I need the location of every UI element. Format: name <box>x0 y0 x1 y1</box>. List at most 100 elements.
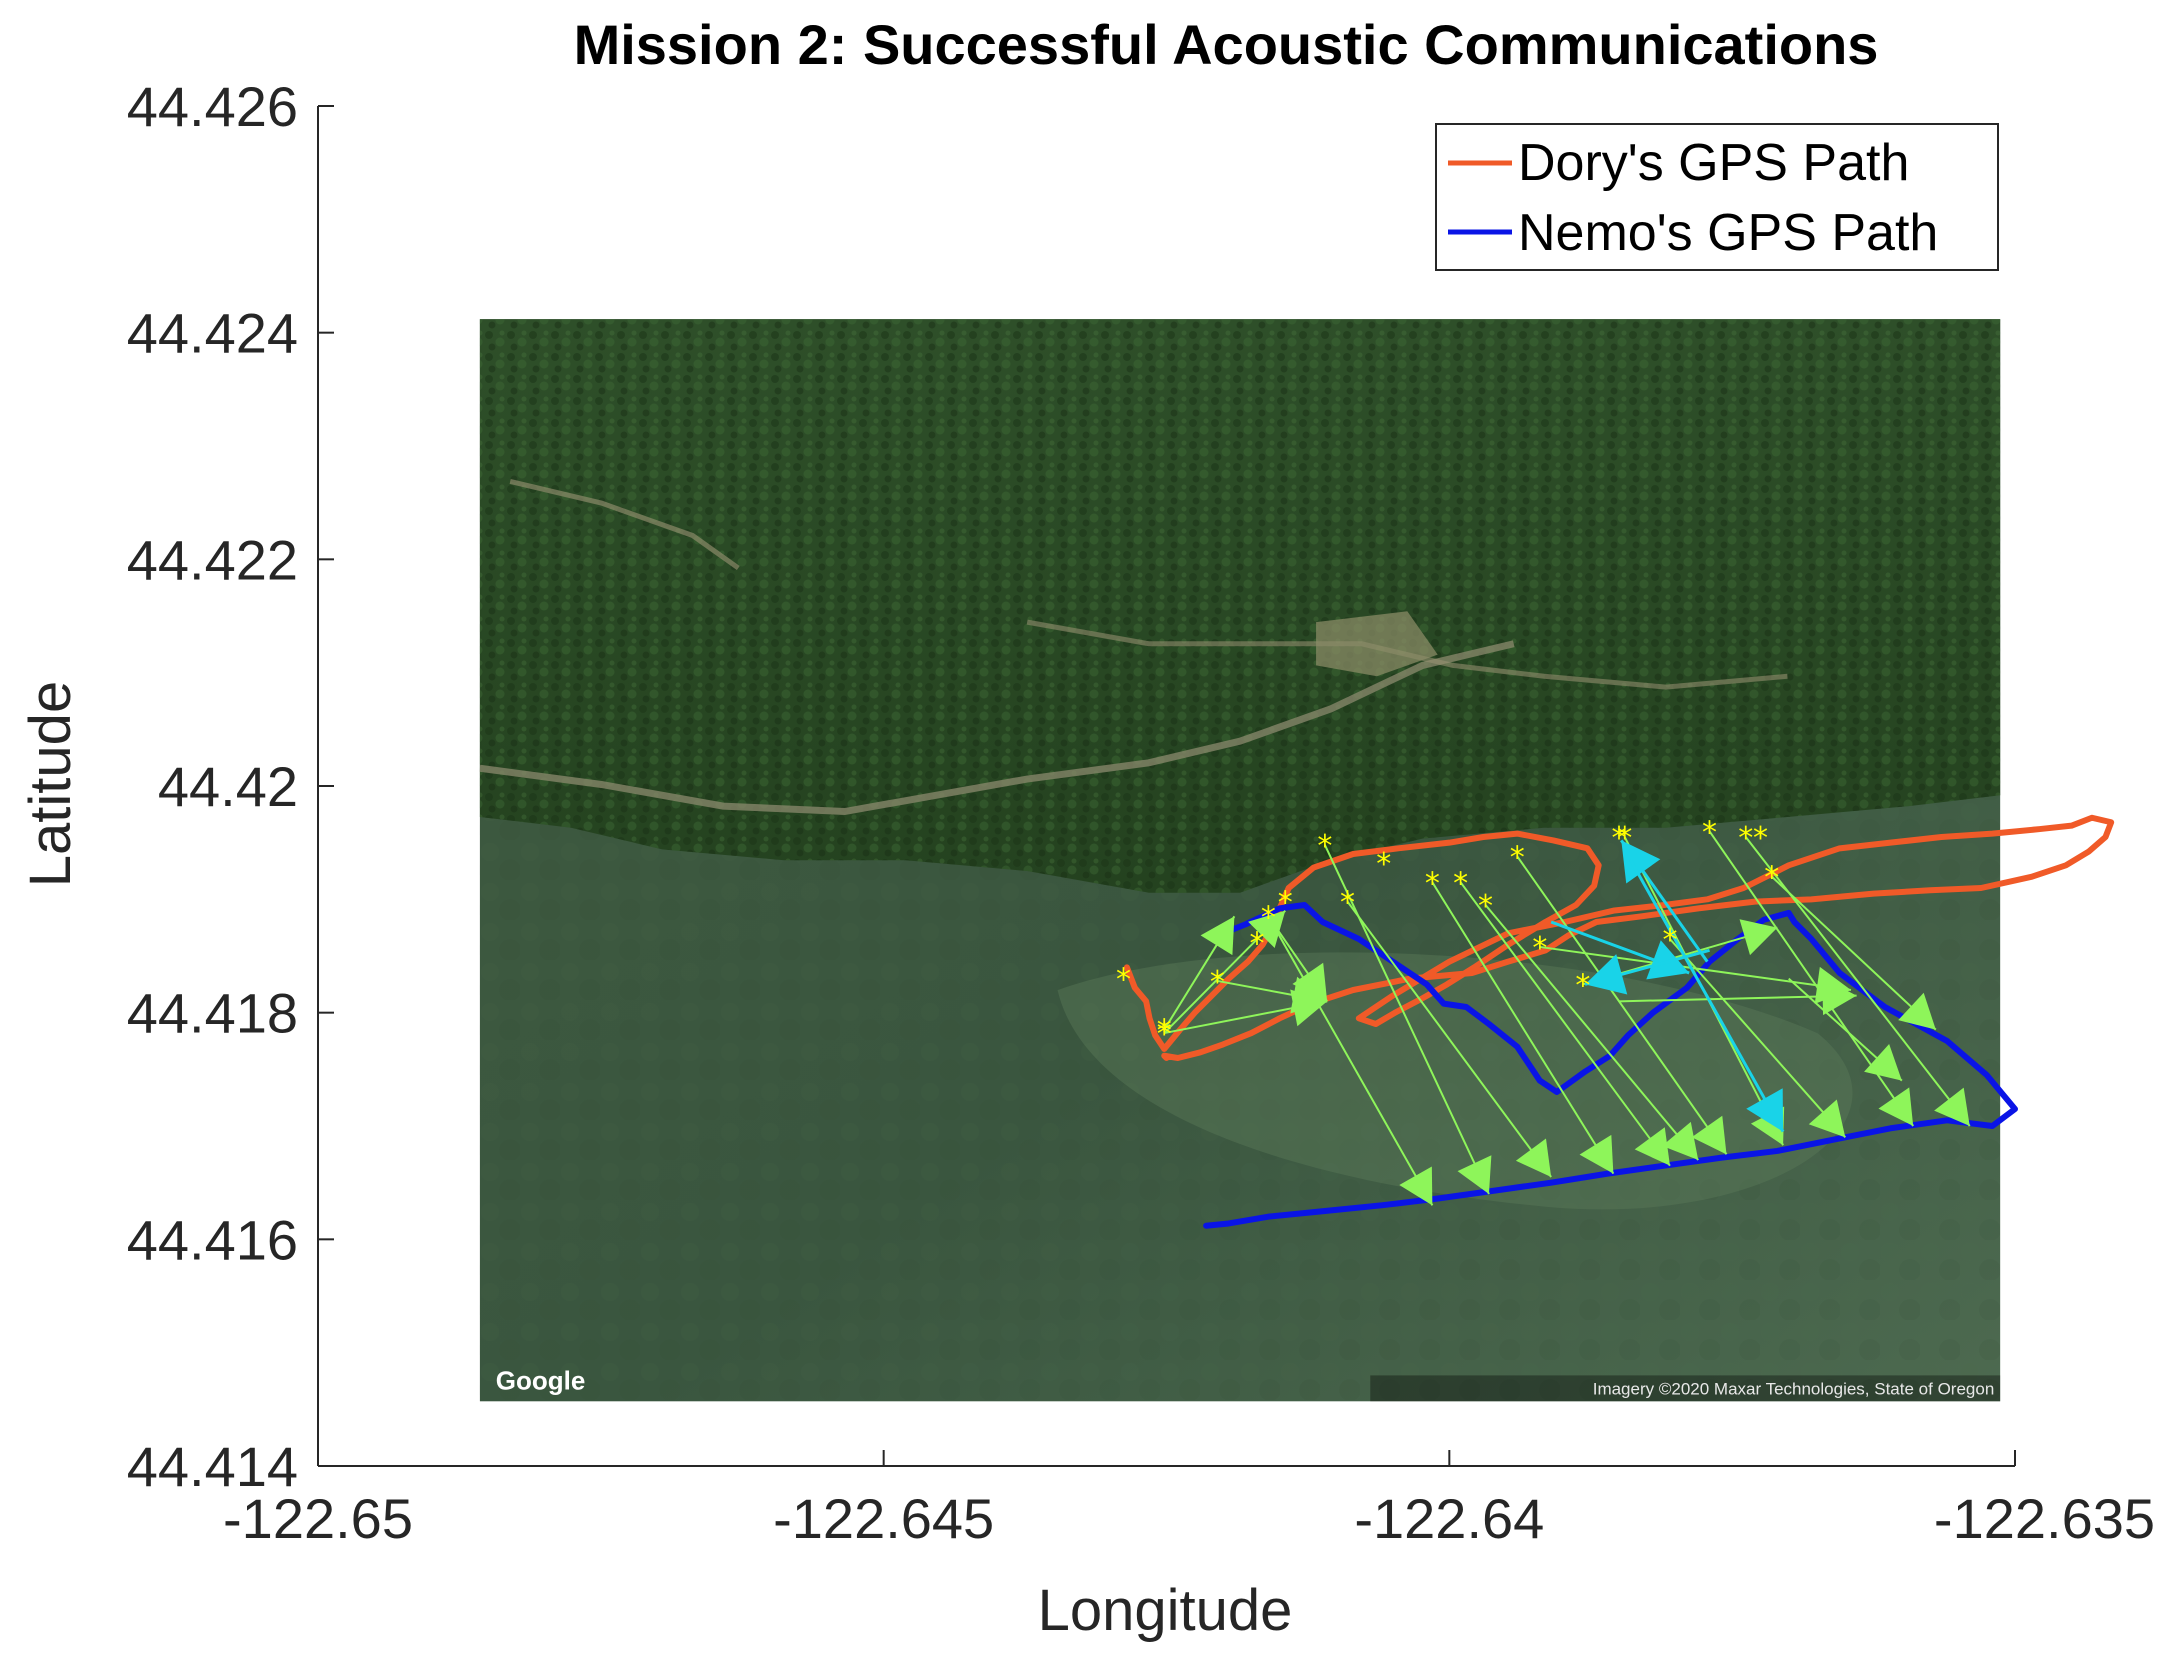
transmit-point: * <box>1478 889 1493 924</box>
forest-track <box>509 478 740 571</box>
successful-comm-arrow <box>1788 977 1903 1082</box>
nemo-gps-path <box>1203 902 2018 1229</box>
successful-comm-arrow-shaft <box>1744 836 1971 1127</box>
successful-comm-arrow-head <box>1878 1087 1914 1126</box>
successful-comm-arrow <box>1619 977 1857 1016</box>
highlighted-comm-arrow-shaft <box>1629 858 1785 1133</box>
successful-comm-arrow-head <box>1200 916 1235 956</box>
x-tick-label: -122.635 <box>1934 1487 2155 1550</box>
successful-comm-arrow-shaft <box>1346 901 1552 1178</box>
transmit-point: * <box>1317 829 1332 864</box>
transmit-point: * <box>1510 840 1525 875</box>
y-axis-label: Latitude <box>18 681 83 887</box>
successful-comm-arrow <box>1163 915 1236 1031</box>
transmit-point: * <box>1702 815 1717 850</box>
successful-comm-arrow-head <box>1399 1166 1433 1206</box>
transmit-point: * <box>1764 861 1779 896</box>
successful-comm-arrow <box>1708 830 1915 1127</box>
successful-comm-arrow <box>1431 881 1615 1175</box>
y-tick-label: 44.422 <box>127 528 298 591</box>
successful-comm-arrow <box>1669 938 1847 1138</box>
legend: Dory's GPS Path Nemo's GPS Path <box>1435 123 1999 271</box>
successful-comm-arrow-shaft <box>1431 881 1615 1175</box>
highlighted-comm-arrow-head <box>1621 840 1661 884</box>
transmit-points-layer: *********************** <box>1116 815 1779 1052</box>
transmit-point: * <box>1278 886 1293 921</box>
successful-comm-arrow <box>1771 875 1937 1031</box>
successful-comm-arrow-shaft <box>1459 881 1671 1167</box>
y-tick-label: 44.424 <box>127 302 298 365</box>
transmit-point: * <box>1425 866 1440 901</box>
highlighted-comm-arrow <box>1620 839 1709 963</box>
x-ticks: -122.65-122.645-122.64-122.635 <box>223 1450 2155 1550</box>
attribution-backdrop <box>1370 1375 2001 1402</box>
successful-comm-arrow-head <box>1739 919 1778 956</box>
x-axis-label: Longitude <box>1038 1578 1293 1643</box>
y-tick-label: 44.416 <box>127 1208 298 1271</box>
successful-comm-arrow <box>1459 881 1671 1167</box>
successful-comm-arrow-shaft <box>1619 994 1857 1003</box>
successful-comm-arrow-shaft <box>1539 945 1852 991</box>
highlighted-comm-arrow-head <box>1585 954 1628 995</box>
y-ticks: 44.414 44.416 44.418 44.42 44.422 44.424 44.42… <box>127 75 334 1498</box>
transmit-point: * <box>1617 821 1632 856</box>
transmit-point: * <box>1575 968 1590 1003</box>
comm-arrows-layer <box>1163 830 1971 1206</box>
imagery-attribution: Imagery ©2020 Maxar Technologies, State … <box>1593 1379 1995 1398</box>
successful-comm-arrow-shaft <box>1708 830 1915 1127</box>
successful-comm-arrow-shaft <box>1669 938 1847 1138</box>
successful-comm-arrow <box>1516 855 1728 1155</box>
successful-comm-arrow-shaft <box>1516 855 1728 1155</box>
successful-comm-arrow-head <box>1515 1138 1552 1177</box>
legend-box <box>1435 123 1999 271</box>
transmit-point: * <box>1376 847 1391 882</box>
successful-comm-arrow <box>1267 915 1434 1206</box>
successful-comm-arrow-shaft <box>1484 904 1699 1161</box>
transmit-point: * <box>1157 1014 1172 1049</box>
y-tick-label: 44.42 <box>158 755 298 818</box>
successful-comm-arrow-head <box>1662 1121 1699 1160</box>
successful-comm-arrow-shaft <box>1267 915 1434 1206</box>
successful-comm-arrow-head <box>1864 1044 1902 1081</box>
y-tick-label: 44.414 <box>127 1435 298 1498</box>
transmit-point: * <box>1753 821 1768 856</box>
successful-comm-arrow-shaft <box>1323 844 1490 1195</box>
successful-comm-arrow-head <box>1290 989 1328 1027</box>
y-tick-label: 44.426 <box>127 75 298 138</box>
highlighted-comm-arrow-head <box>1746 1088 1784 1132</box>
highlighted-comm-arrow <box>1629 858 1785 1133</box>
transmit-point: * <box>1261 900 1276 935</box>
x-tick-label: -122.65 <box>223 1487 413 1550</box>
forest-clearing <box>1316 611 1438 677</box>
transmit-point: * <box>1250 926 1265 961</box>
transmit-point: * <box>1453 866 1468 901</box>
transmit-point: * <box>1738 821 1753 856</box>
y-tick-label: 44.418 <box>127 982 298 1045</box>
transmit-point: * <box>1532 931 1547 966</box>
transmit-point: * <box>1157 1017 1172 1052</box>
legend-label-dory: Dory's GPS Path <box>1518 134 1909 192</box>
satellite-basemap: Google Imagery ©2020 Maxar Technologies,… <box>479 319 2001 1402</box>
legend-label-nemo: Nemo's GPS Path <box>1518 204 1938 262</box>
google-logo: Google <box>496 1365 586 1395</box>
shoreline-road <box>479 640 1515 816</box>
x-tick-label: -122.645 <box>773 1487 994 1550</box>
transmit-point: * <box>1116 963 1131 998</box>
highlighted-comm-arrow-head <box>1646 940 1690 980</box>
successful-comm-arrow-head <box>1822 977 1857 1016</box>
successful-comm-arrow-head <box>1634 1127 1670 1166</box>
successful-comm-arrow-head <box>1808 1099 1846 1138</box>
transmit-point: * <box>1612 821 1627 856</box>
transmit-point: * <box>1210 965 1225 1000</box>
highlighted-comm-arrow <box>1550 920 1690 980</box>
transmit-point: * <box>1340 886 1355 921</box>
successful-comm-arrow-head <box>1292 962 1328 1002</box>
successful-comm-arrow <box>1164 989 1328 1035</box>
successful-comm-arrow-head <box>1248 910 1286 948</box>
chart-title: Mission 2: Successful Acoustic Communica… <box>574 13 1879 76</box>
successful-comm-arrow-head <box>1579 1134 1614 1174</box>
highlighted-comm-arrow <box>1584 948 1710 995</box>
successful-comm-arrow-head <box>1898 992 1936 1030</box>
successful-comm-arrow-head <box>1457 1155 1492 1194</box>
